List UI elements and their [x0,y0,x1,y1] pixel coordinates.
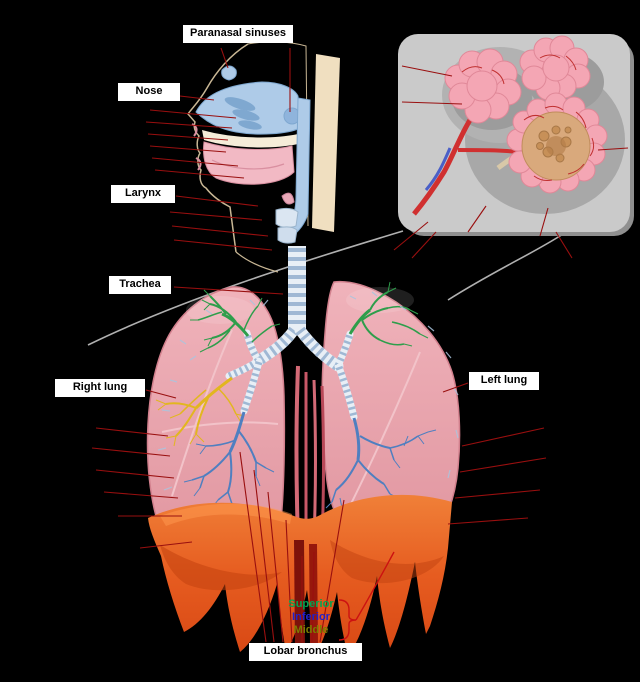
inset-connector-lines [87,230,567,346]
label-inferior-lobar-bronchus: Inferior [292,611,330,623]
label-left-lung: Left lung [469,372,539,390]
label-lobar-bronchus: Lobar bronchus [249,643,362,661]
label-right-lung: Right lung [55,379,145,397]
leader-lines [91,47,629,643]
label-superior-lobar-bronchus: Superior [288,598,334,610]
trachea-and-bronchi [225,246,358,421]
inferior-lobe-tree-right [183,411,275,515]
label-paranasal-sinuses: Paranasal sinuses [183,25,294,43]
label-nose: Nose [118,83,180,101]
lobe-bracket [338,551,395,641]
label-larynx: Larynx [111,185,175,203]
inferior-lobe-tree-left [325,417,437,509]
label-trachea: Trachea [109,276,171,294]
head-cross-section [187,41,340,273]
superior-lobe-tree-left [348,281,429,347]
superior-lobe-tree-right [190,289,281,353]
middle-lobe-tree [155,376,245,447]
label-middle-lobar-bronchus: Middle [293,624,329,636]
alveoli-inset [398,34,634,236]
